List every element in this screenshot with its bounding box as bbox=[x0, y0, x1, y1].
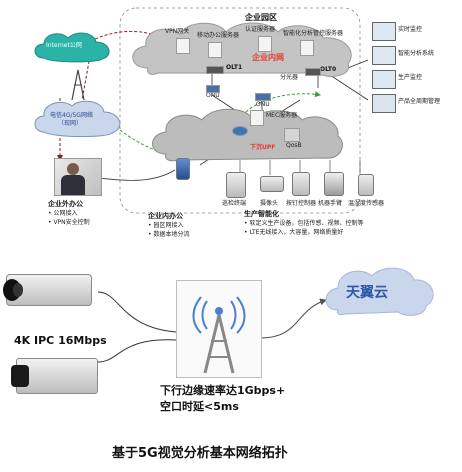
office-external-item: • 公网接入 bbox=[48, 210, 78, 217]
splitter-label: 分光器 bbox=[280, 74, 299, 81]
device-label-2: 按钉控制器 bbox=[286, 200, 317, 207]
right-item-1: 智能分析系统 bbox=[398, 50, 435, 57]
tianyi-cloud-label: 天翼云 bbox=[346, 285, 388, 301]
enterprise-intranet-label: 企业内网 bbox=[252, 53, 284, 62]
production-list: 生产智能化 • 软定义生产设备，包括传感、视频、控制等 • LTE无线接入，大容… bbox=[244, 210, 363, 237]
office-external-item: • VPN安全控制 bbox=[48, 219, 90, 226]
production-monitor-icon bbox=[372, 70, 396, 89]
camera-icon bbox=[260, 176, 284, 192]
5g-tower-icon bbox=[192, 296, 246, 374]
bottom-connection-lines bbox=[97, 291, 327, 363]
production-server-icon bbox=[300, 40, 314, 56]
controller-icon bbox=[292, 172, 310, 196]
olt-right-label: OLT0 bbox=[320, 66, 337, 73]
smart-analysis-icon bbox=[372, 46, 396, 65]
onu-left-label: ONU bbox=[206, 92, 220, 99]
phone-terminal-icon bbox=[176, 158, 190, 180]
lifecycle-icon bbox=[372, 94, 396, 113]
onu-right-icon bbox=[255, 93, 271, 101]
operator-cloud-label-1: 电信4G/5G网络 bbox=[50, 112, 93, 119]
device-label-3: 机器手臂 bbox=[318, 200, 343, 207]
office-internal-list: 企业内办公 • 园区网接入 • 数据本地分流 bbox=[148, 212, 189, 239]
internet-cloud bbox=[34, 32, 110, 63]
internet-cloud-label: Internet公网 bbox=[46, 42, 82, 49]
5g-tower-box bbox=[176, 280, 262, 378]
auth-server-label: 认证服务器 bbox=[245, 26, 276, 33]
upf-label: 下沉UPF bbox=[250, 144, 276, 151]
production-server-label: 智能化分析管控服务器 bbox=[283, 30, 344, 37]
olt-left-icon bbox=[206, 66, 224, 74]
operator-cloud bbox=[34, 100, 121, 138]
device-label-4: 温湿度传感器 bbox=[348, 200, 385, 207]
office-internal-title: 企业内办公 bbox=[148, 212, 183, 220]
production-item: • LTE无线接入，大容量，网络质量好 bbox=[244, 229, 344, 236]
bullet-camera-icon bbox=[3, 274, 92, 306]
figure-caption: 基于5G视觉分析基本网络拓扑 bbox=[112, 446, 288, 461]
mec-cloud bbox=[152, 108, 343, 162]
campus-cloud bbox=[132, 22, 352, 77]
mec-server-label: MEC服务器 bbox=[266, 112, 298, 119]
right-item-3: 产品全周期管理 bbox=[398, 98, 441, 105]
vpn-server-icon bbox=[176, 38, 190, 54]
5g-vision-diagram: 4K IPC 16Mbps 天翼云 下行边缘速率达1Gbps+ 空口时延<5ms bbox=[0, 252, 462, 432]
device-label-0: 巡检终端 bbox=[222, 200, 247, 207]
network-topology-diagram: 企业园区 VPN网关 移动办公服务器 认证服务器 智能化分析管控服务器 企业内网… bbox=[34, 7, 441, 239]
right-item-0: 实时监控 bbox=[398, 26, 423, 33]
operator-cloud-label-2: （现网） bbox=[58, 120, 83, 127]
office-external-title: 企业外办公 bbox=[48, 200, 83, 208]
auth-server-icon bbox=[258, 36, 272, 52]
production-item: • 软定义生产设备，包括传感、视频、控制等 bbox=[244, 220, 364, 227]
sensor-icon bbox=[358, 174, 374, 196]
right-item-2: 生产监控 bbox=[398, 74, 423, 81]
mec-server-icon bbox=[250, 110, 264, 126]
olt-right-icon bbox=[305, 68, 321, 76]
olt-left-label: OLT1 bbox=[226, 64, 243, 71]
upf-router-icon bbox=[232, 126, 248, 136]
onu-right-label: ONU bbox=[256, 101, 270, 108]
office-internal-item: • 园区网接入 bbox=[148, 222, 184, 229]
office-external-list: 企业外办公 • 公网接入 • VPN安全控制 bbox=[48, 200, 90, 227]
vpn-gateway-label: VPN网关 bbox=[165, 28, 190, 35]
office-internal-item: • 数据本地分流 bbox=[148, 231, 190, 238]
remote-worker-photo bbox=[54, 158, 102, 196]
camera-spec-label: 4K IPC 16Mbps bbox=[14, 334, 107, 347]
mobile-server-icon bbox=[208, 42, 222, 58]
tianyi-cloud bbox=[325, 267, 434, 316]
robot-arm-icon bbox=[324, 172, 344, 196]
qosb-icon bbox=[284, 128, 300, 142]
box-camera-icon bbox=[11, 358, 98, 394]
production-title: 生产智能化 bbox=[244, 210, 279, 218]
inspection-terminal-icon bbox=[226, 172, 246, 198]
onu-left-icon bbox=[206, 85, 220, 93]
mobile-server-label: 移动办公服务器 bbox=[197, 32, 240, 39]
air-latency-label: 空口时延<5ms bbox=[160, 400, 239, 413]
downlink-rate-label: 下行边缘速率达1Gbps+ bbox=[160, 384, 286, 397]
qosb-label: QosB bbox=[286, 142, 302, 149]
device-label-1: 摄像头 bbox=[260, 200, 279, 207]
realtime-monitor-icon bbox=[372, 22, 396, 41]
campus-title: 企业园区 bbox=[245, 13, 277, 22]
